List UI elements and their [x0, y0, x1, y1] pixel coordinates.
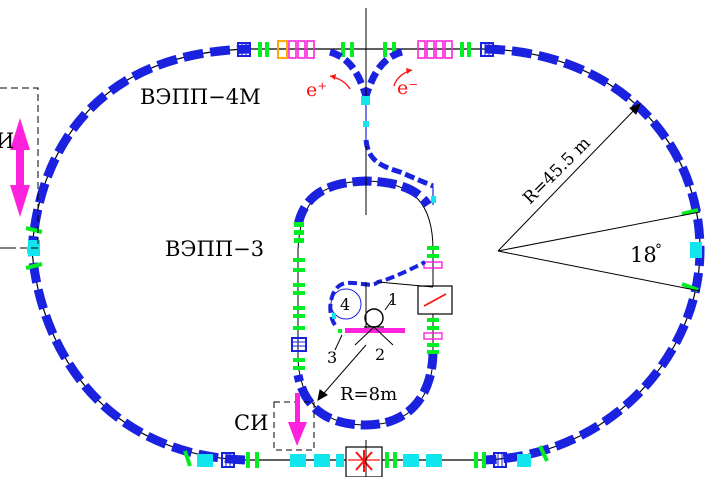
top-quad — [258, 42, 262, 57]
bottom-quad-block — [221, 452, 235, 468]
bottom-quad — [255, 452, 259, 468]
radius-line-big — [497, 103, 641, 252]
bottom-quad — [482, 452, 486, 468]
bottom-cyan-element — [403, 454, 419, 467]
top-quad — [392, 42, 396, 57]
electron-label: e⁻ — [397, 77, 418, 99]
red-cross-icon — [355, 450, 373, 472]
si-label: СИ — [234, 411, 268, 435]
top-magenta-element — [417, 40, 426, 59]
vepp4m-arc-quads — [25, 208, 699, 467]
positron-label: e⁺ — [306, 79, 327, 101]
radius-small-label: R=8m — [340, 384, 397, 405]
bottom-quad — [246, 452, 250, 468]
geometry-lines — [317, 8, 701, 477]
vepp4m-ring — [25, 40, 705, 477]
vepp3-left-straight — [291, 222, 307, 370]
top-magenta-element — [297, 40, 306, 59]
radius-line-angle1 — [497, 211, 701, 252]
bottom-quad — [474, 452, 478, 468]
top-quad — [467, 42, 471, 57]
top-quad-block — [480, 42, 494, 57]
angle-label: 18 — [630, 243, 657, 267]
left-cut-label: И — [0, 129, 14, 153]
sr-dashed-box — [273, 393, 315, 451]
top-quad — [341, 42, 345, 57]
red-slash-icon — [423, 293, 447, 307]
top-orange-element — [277, 40, 288, 59]
vepp4m-label: ВЭПП−4М — [140, 85, 261, 109]
number-4: 4 — [340, 295, 350, 314]
bottom-quad — [393, 452, 397, 468]
bottom-cyan-element — [290, 454, 306, 467]
bottom-cyan-element — [336, 454, 344, 467]
vepp3-ring — [291, 176, 453, 430]
left-dashed-box — [0, 87, 39, 249]
injection-cyan — [363, 121, 369, 127]
bottom-cyan-element — [314, 454, 330, 467]
bottom-cyan-element — [197, 454, 213, 467]
injection-cyan — [431, 196, 436, 203]
bottom-cyan-element — [426, 454, 442, 467]
top-magenta-element — [426, 40, 435, 59]
top-quad — [383, 42, 387, 57]
top-quad-block — [237, 42, 251, 57]
magenta-down-arrow-icon — [288, 393, 307, 446]
bottom-cyan-element — [517, 454, 531, 467]
radius-big-label: R=45.5 m — [519, 133, 594, 208]
bottom-straight-section — [197, 452, 531, 468]
kicker-box — [345, 446, 383, 477]
magenta-bar — [345, 328, 405, 333]
top-magenta-element — [288, 40, 297, 59]
radius-line-angle2 — [497, 250, 701, 292]
radius-line-small — [317, 344, 367, 401]
vepp3-label: ВЭПП−3 — [165, 237, 264, 261]
labels: ВЭПП−4М ВЭПП−3 СИ И e⁺ e⁻ R=45.5 m R=8m … — [0, 77, 662, 435]
magenta-double-arrow-icon — [10, 118, 30, 217]
vepp3-quad-block — [291, 337, 307, 352]
number-1: 1 — [388, 290, 398, 309]
vepp3-dipoles-top — [293, 176, 432, 227]
top-quad — [460, 42, 464, 57]
angle-unit-label: ° — [655, 242, 662, 258]
target-assembly — [334, 281, 434, 351]
top-magenta-element — [444, 40, 453, 59]
number-2: 2 — [375, 345, 385, 364]
number-3: 3 — [327, 348, 337, 367]
top-magenta-element — [435, 40, 444, 59]
bottom-quad-block — [493, 452, 507, 468]
injection-channels — [328, 48, 436, 205]
magenta-box — [423, 332, 443, 340]
vepp4m-arc-cyan — [28, 240, 702, 258]
top-quad — [350, 42, 354, 57]
magenta-box — [423, 261, 443, 269]
top-magenta-element — [306, 40, 315, 59]
vepp3-right-straight — [417, 246, 453, 354]
top-quad — [265, 42, 269, 57]
injection-cyan — [361, 96, 370, 105]
top-straight-section — [237, 40, 494, 59]
bottom-quad — [385, 452, 389, 468]
vepp3-dipoles-bottom — [293, 349, 438, 430]
